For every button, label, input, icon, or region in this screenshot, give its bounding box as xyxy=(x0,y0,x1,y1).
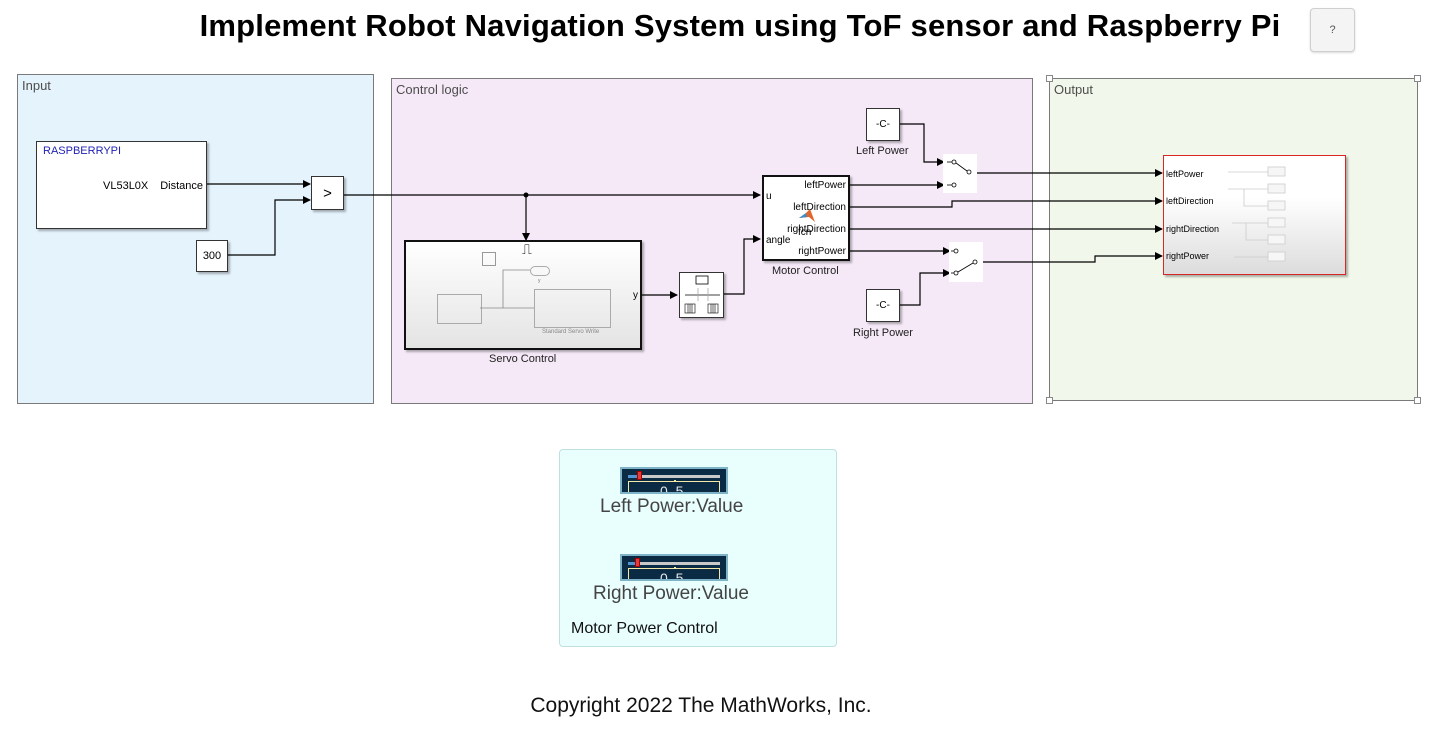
output-input-rightpower: rightPower xyxy=(1166,251,1210,261)
slider-thumb[interactable] xyxy=(635,558,641,567)
right-power-label: Right Power xyxy=(853,327,913,339)
selection-handle[interactable] xyxy=(1046,397,1053,404)
distance-port: Distance xyxy=(160,180,203,192)
left-power-value-label: Left Power:Value xyxy=(600,496,744,517)
slider-fill xyxy=(628,475,640,478)
rate-transition-block[interactable] xyxy=(679,272,724,318)
switch-icon xyxy=(951,248,978,276)
selection-handle[interactable] xyxy=(1046,75,1053,82)
output-input-leftdirection: leftDirection xyxy=(1166,196,1214,206)
input-area[interactable]: Input xyxy=(17,74,374,404)
inner-servo-label: Standard Servo Write xyxy=(542,329,600,335)
output-port-leftpower: leftPower xyxy=(804,180,846,191)
left-power-label: Left Power xyxy=(856,145,909,157)
hardware-label: RASPBERRYPI xyxy=(43,145,122,157)
motor-control-label: Motor Control xyxy=(772,265,839,277)
servo-y-port: y xyxy=(633,290,638,301)
raspberrypi-vl53l0x-block[interactable]: RASPBERRYPI VL53L0X Distance xyxy=(36,141,207,229)
slider-fill xyxy=(628,562,638,565)
inner-block-thumbnail xyxy=(437,294,482,324)
sensor-name: VL53L0X xyxy=(103,180,149,192)
output-subsystem[interactable]: leftPower leftDirection rightDirection r… xyxy=(1163,155,1346,275)
trigger-icon: ⎍ xyxy=(522,241,532,257)
output-input-rightdirection: rightDirection xyxy=(1166,224,1220,234)
output-area[interactable]: Output xyxy=(1046,75,1421,404)
slider-track xyxy=(628,475,720,478)
slider-mid-tick xyxy=(674,480,676,482)
output-input-leftpower: leftPower xyxy=(1166,169,1204,179)
slider-track xyxy=(628,562,720,565)
inner-wires xyxy=(480,269,534,309)
model-title: Implement Robot Navigation System using … xyxy=(199,8,1281,43)
manual-switch-left[interactable] xyxy=(943,154,977,193)
panel-title: Motor Power Control xyxy=(571,620,718,637)
threshold-constant-block[interactable]: 300 xyxy=(196,240,228,272)
inner-block-thumbnail xyxy=(482,252,496,266)
inner-scope-thumbnail xyxy=(530,266,550,276)
selection-handle[interactable] xyxy=(1414,75,1421,82)
servo-control-subsystem[interactable]: ⎍ y Standard Servo Write y xyxy=(404,240,642,350)
manual-switch-right[interactable] xyxy=(949,242,983,282)
output-port-rightpower: rightPower xyxy=(798,246,846,257)
slider-thumb[interactable] xyxy=(637,471,643,480)
slider-scale-label: 0.5 xyxy=(660,483,686,494)
matlab-logo-icon xyxy=(799,209,815,222)
input-port-u: u xyxy=(766,191,772,202)
output-area-label: Output xyxy=(1054,82,1094,97)
input-port-angle: angle xyxy=(766,235,791,246)
right-power-value-label: Right Power:Value xyxy=(593,583,749,604)
slider-mid-tick xyxy=(674,567,676,569)
servo-control-label: Servo Control xyxy=(489,353,557,365)
motor-control-function-block[interactable]: u angle leftPower leftDirection rightDir… xyxy=(762,175,850,261)
motor-power-control-panel: 0.5 Left Power:Value 0.5 Right Power:Val… xyxy=(559,449,837,647)
right-power-slider[interactable]: 0.5 xyxy=(620,554,728,581)
slider-scale-label: 0.5 xyxy=(660,570,686,581)
output-port-leftdirection: leftDirection xyxy=(793,202,846,213)
output-inner-thumbnail xyxy=(1228,166,1286,262)
copyright-text: Copyright 2022 The MathWorks, Inc. xyxy=(530,694,872,717)
left-power-slider[interactable]: 0.5 xyxy=(620,467,728,494)
input-area-label: Input xyxy=(22,78,51,93)
help-button[interactable]: ? xyxy=(1310,8,1355,52)
compare-block[interactable]: > xyxy=(311,176,344,210)
switch-icon xyxy=(947,159,972,188)
left-power-constant[interactable]: -C- xyxy=(866,108,900,141)
control-area-label: Control logic xyxy=(396,82,469,97)
rate-transition-icon xyxy=(684,275,720,314)
right-power-constant[interactable]: -C- xyxy=(866,289,900,322)
function-name: fcn xyxy=(798,227,812,238)
selection-handle[interactable] xyxy=(1414,397,1421,404)
inner-scope-label: y xyxy=(538,278,541,284)
output-port-rightdirection: rightDirection xyxy=(787,224,846,235)
inner-servo-thumbnail xyxy=(534,289,611,328)
